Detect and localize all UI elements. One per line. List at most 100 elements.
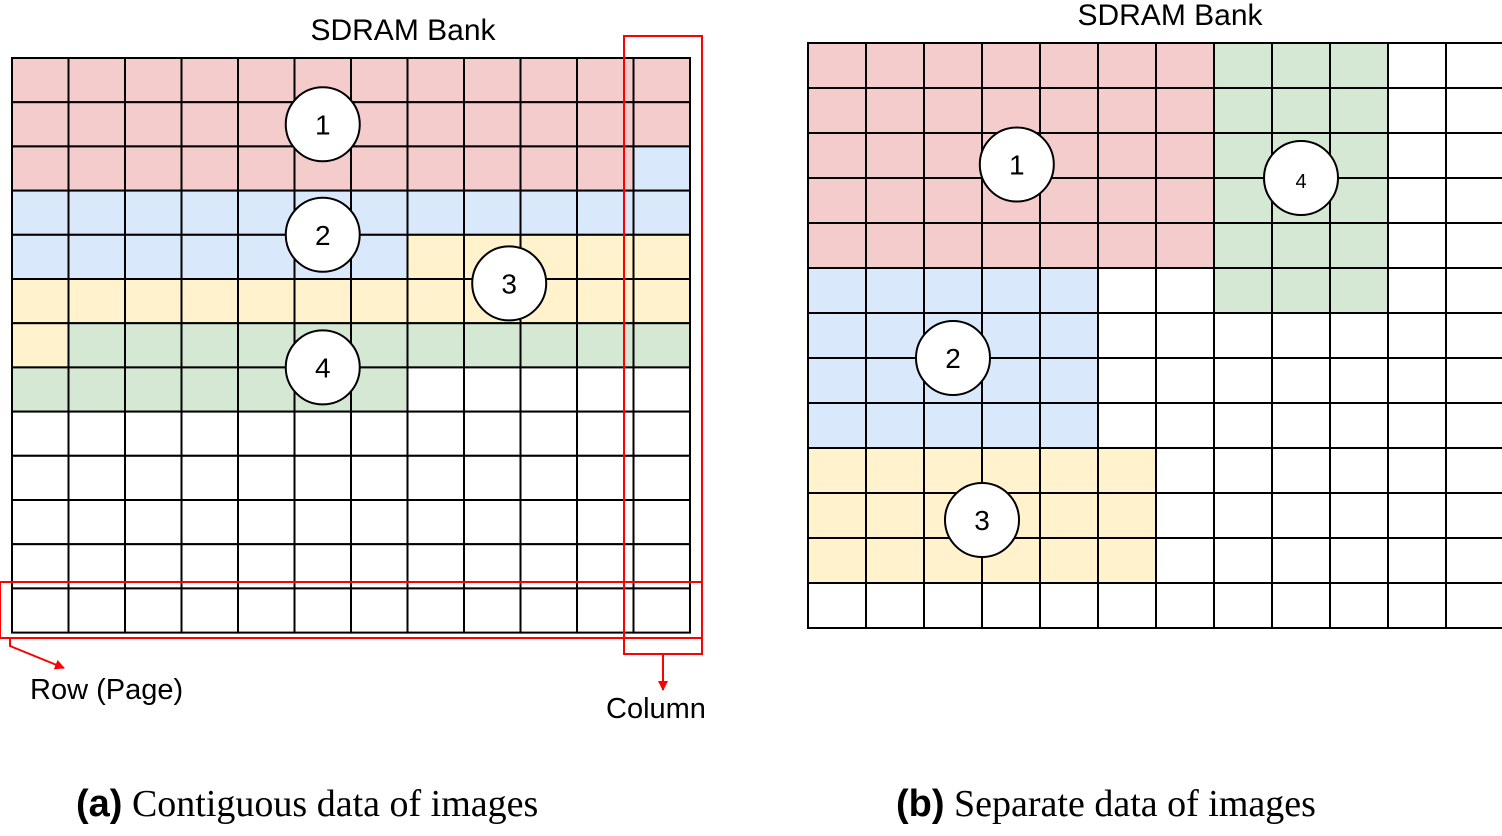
- panel-b-memory-cell: [1271, 447, 1331, 494]
- panel-a-memory-cell: [180, 145, 239, 192]
- panel-b-memory-cell: [1155, 402, 1215, 449]
- caption-b: (b) Separate data of images: [896, 782, 1316, 826]
- panel-a-memory-cell: [67, 145, 126, 192]
- caption-b-text: Separate data of images: [954, 783, 1316, 825]
- panel-b-memory-cell: [1097, 357, 1157, 404]
- panel-b-memory-cell: [1039, 267, 1099, 314]
- panel-a-memory-cell: [632, 101, 691, 148]
- panel-b-memory-cell: [1213, 582, 1273, 629]
- panel-b-memory-cell: [1445, 312, 1502, 359]
- panel-b-memory-cell: [1445, 402, 1502, 449]
- panel-b-memory-cell: [981, 582, 1041, 629]
- panel-a-image-4-label: 4: [315, 352, 331, 383]
- panel-a-memory-cell: [293, 454, 352, 501]
- panel-b-memory-cell: [807, 42, 867, 89]
- panel-a-memory-cell: [406, 101, 465, 148]
- panel-a-memory-cell: [237, 145, 296, 192]
- panel-b-memory-cell: [1445, 42, 1502, 89]
- panel-b-memory-cell: [1387, 312, 1447, 359]
- panel-b-memory-cell: [1213, 312, 1273, 359]
- panel-a-memory-cell: [632, 454, 691, 501]
- panel-a-memory-cell: [519, 587, 578, 634]
- panel-a-memory-cell: [519, 189, 578, 236]
- panel-a-memory-cell: [576, 278, 635, 325]
- panel-a-memory-cell: [576, 454, 635, 501]
- panel-a-memory-cell: [576, 145, 635, 192]
- panel-a-memory-cell: [67, 233, 126, 281]
- panel-a-memory-cell: [67, 454, 126, 501]
- panel-b-memory-cell: [1271, 222, 1331, 269]
- panel-a-memory-cell: [519, 57, 578, 104]
- panel-a-memory-cell: [124, 410, 183, 457]
- panel-b-memory-cell: [807, 492, 867, 539]
- panel-a-memory-cell: [11, 454, 70, 501]
- panel-a-memory-cell: [632, 410, 691, 457]
- panel-a-memory-cell: [237, 454, 296, 501]
- panel-b-memory-cell: [981, 357, 1041, 404]
- panel-a-memory-cell: [519, 366, 578, 413]
- panel-b-memory-cell: [1213, 402, 1273, 449]
- panel-a-memory-cell: [124, 189, 183, 236]
- panel-b-memory-cell: [923, 42, 983, 89]
- panel-a-memory-cell: [576, 499, 635, 546]
- panel-b-memory-cell: [981, 222, 1041, 269]
- panel-b-memory-cell: [1097, 267, 1157, 314]
- panel-a-memory-cell: [11, 322, 70, 369]
- panel-a-image-3-label: 3: [501, 269, 517, 300]
- panel-b-memory-cell: [1445, 132, 1502, 179]
- panel-a-memory-cell: [632, 499, 691, 546]
- panel-a-memory-cell: [632, 322, 691, 369]
- panel-b-memory-cell: [807, 357, 867, 404]
- panel-b-memory-cell: [1039, 87, 1099, 134]
- panel-b-memory-cell: [1387, 267, 1447, 314]
- panel-b-memory-cell: [1329, 357, 1389, 404]
- panel-a-memory-cell: [350, 454, 409, 501]
- panel-b-memory-cell: [1445, 87, 1502, 134]
- panel-a-memory-cell: [350, 278, 409, 325]
- panel-b-image-4-marker: [1263, 140, 1339, 216]
- panel-b-memory-cell: [1097, 87, 1157, 134]
- panel-a-memory-cell: [124, 101, 183, 148]
- caption-b-letter: (b): [896, 783, 945, 825]
- panel-b-memory-cell: [1039, 582, 1099, 629]
- panel-a-memory-cell: [463, 145, 522, 192]
- panel-a-memory-cell: [406, 322, 465, 369]
- panel-a-memory-cell: [180, 587, 239, 634]
- panel-b-memory-cell: [1155, 357, 1215, 404]
- panel-b-memory-cell: [807, 447, 867, 494]
- panel-b-memory-cell: [923, 582, 983, 629]
- panel-a-memory-cell: [463, 366, 522, 413]
- panel-b-memory-cell: [1097, 312, 1157, 359]
- panel-a-memory-cell: [67, 499, 126, 546]
- panel-b-memory-cell: [1387, 177, 1447, 224]
- panel-a-memory-cell: [180, 410, 239, 457]
- panel-a-memory-cell: [463, 322, 522, 369]
- panel-b-memory-cell: [923, 222, 983, 269]
- panel-b-memory-cell: [1097, 537, 1157, 584]
- panel-a-memory-cell: [406, 454, 465, 501]
- panel-a-memory-cell: [519, 410, 578, 457]
- panel-a-memory-cell: [293, 278, 352, 325]
- panel-b-memory-cell: [1329, 87, 1389, 134]
- panel-a-memory-cell: [11, 587, 70, 634]
- panel-a-memory-cell: [124, 454, 183, 501]
- panel-a-memory-cell: [463, 499, 522, 546]
- panel-b-memory-cell: [807, 537, 867, 584]
- panel-b-memory-cell: [1213, 87, 1273, 134]
- panel-b-memory-cell: [1445, 492, 1502, 539]
- panel-b-memory-cell: [1213, 222, 1273, 269]
- panel-b-memory-cell: [1155, 492, 1215, 539]
- panel-a-memory-cell: [632, 233, 691, 281]
- panel-b-memory-cell: [1039, 312, 1099, 359]
- panel-a-memory-cell: [406, 233, 465, 281]
- panel-a-memory-cell: [180, 454, 239, 501]
- panel-b-memory-cell: [1155, 42, 1215, 89]
- panel-b-memory-cell: [865, 582, 925, 629]
- panel-b-memory-cell: [1271, 357, 1331, 404]
- panel-b-title: SDRAM Bank: [1077, 0, 1263, 32]
- panel-b-memory-cell: [1097, 132, 1157, 179]
- panel-a-memory-cell: [350, 233, 409, 281]
- panel-b-memory-cell: [1097, 222, 1157, 269]
- panel-a-memory-cell: [67, 189, 126, 236]
